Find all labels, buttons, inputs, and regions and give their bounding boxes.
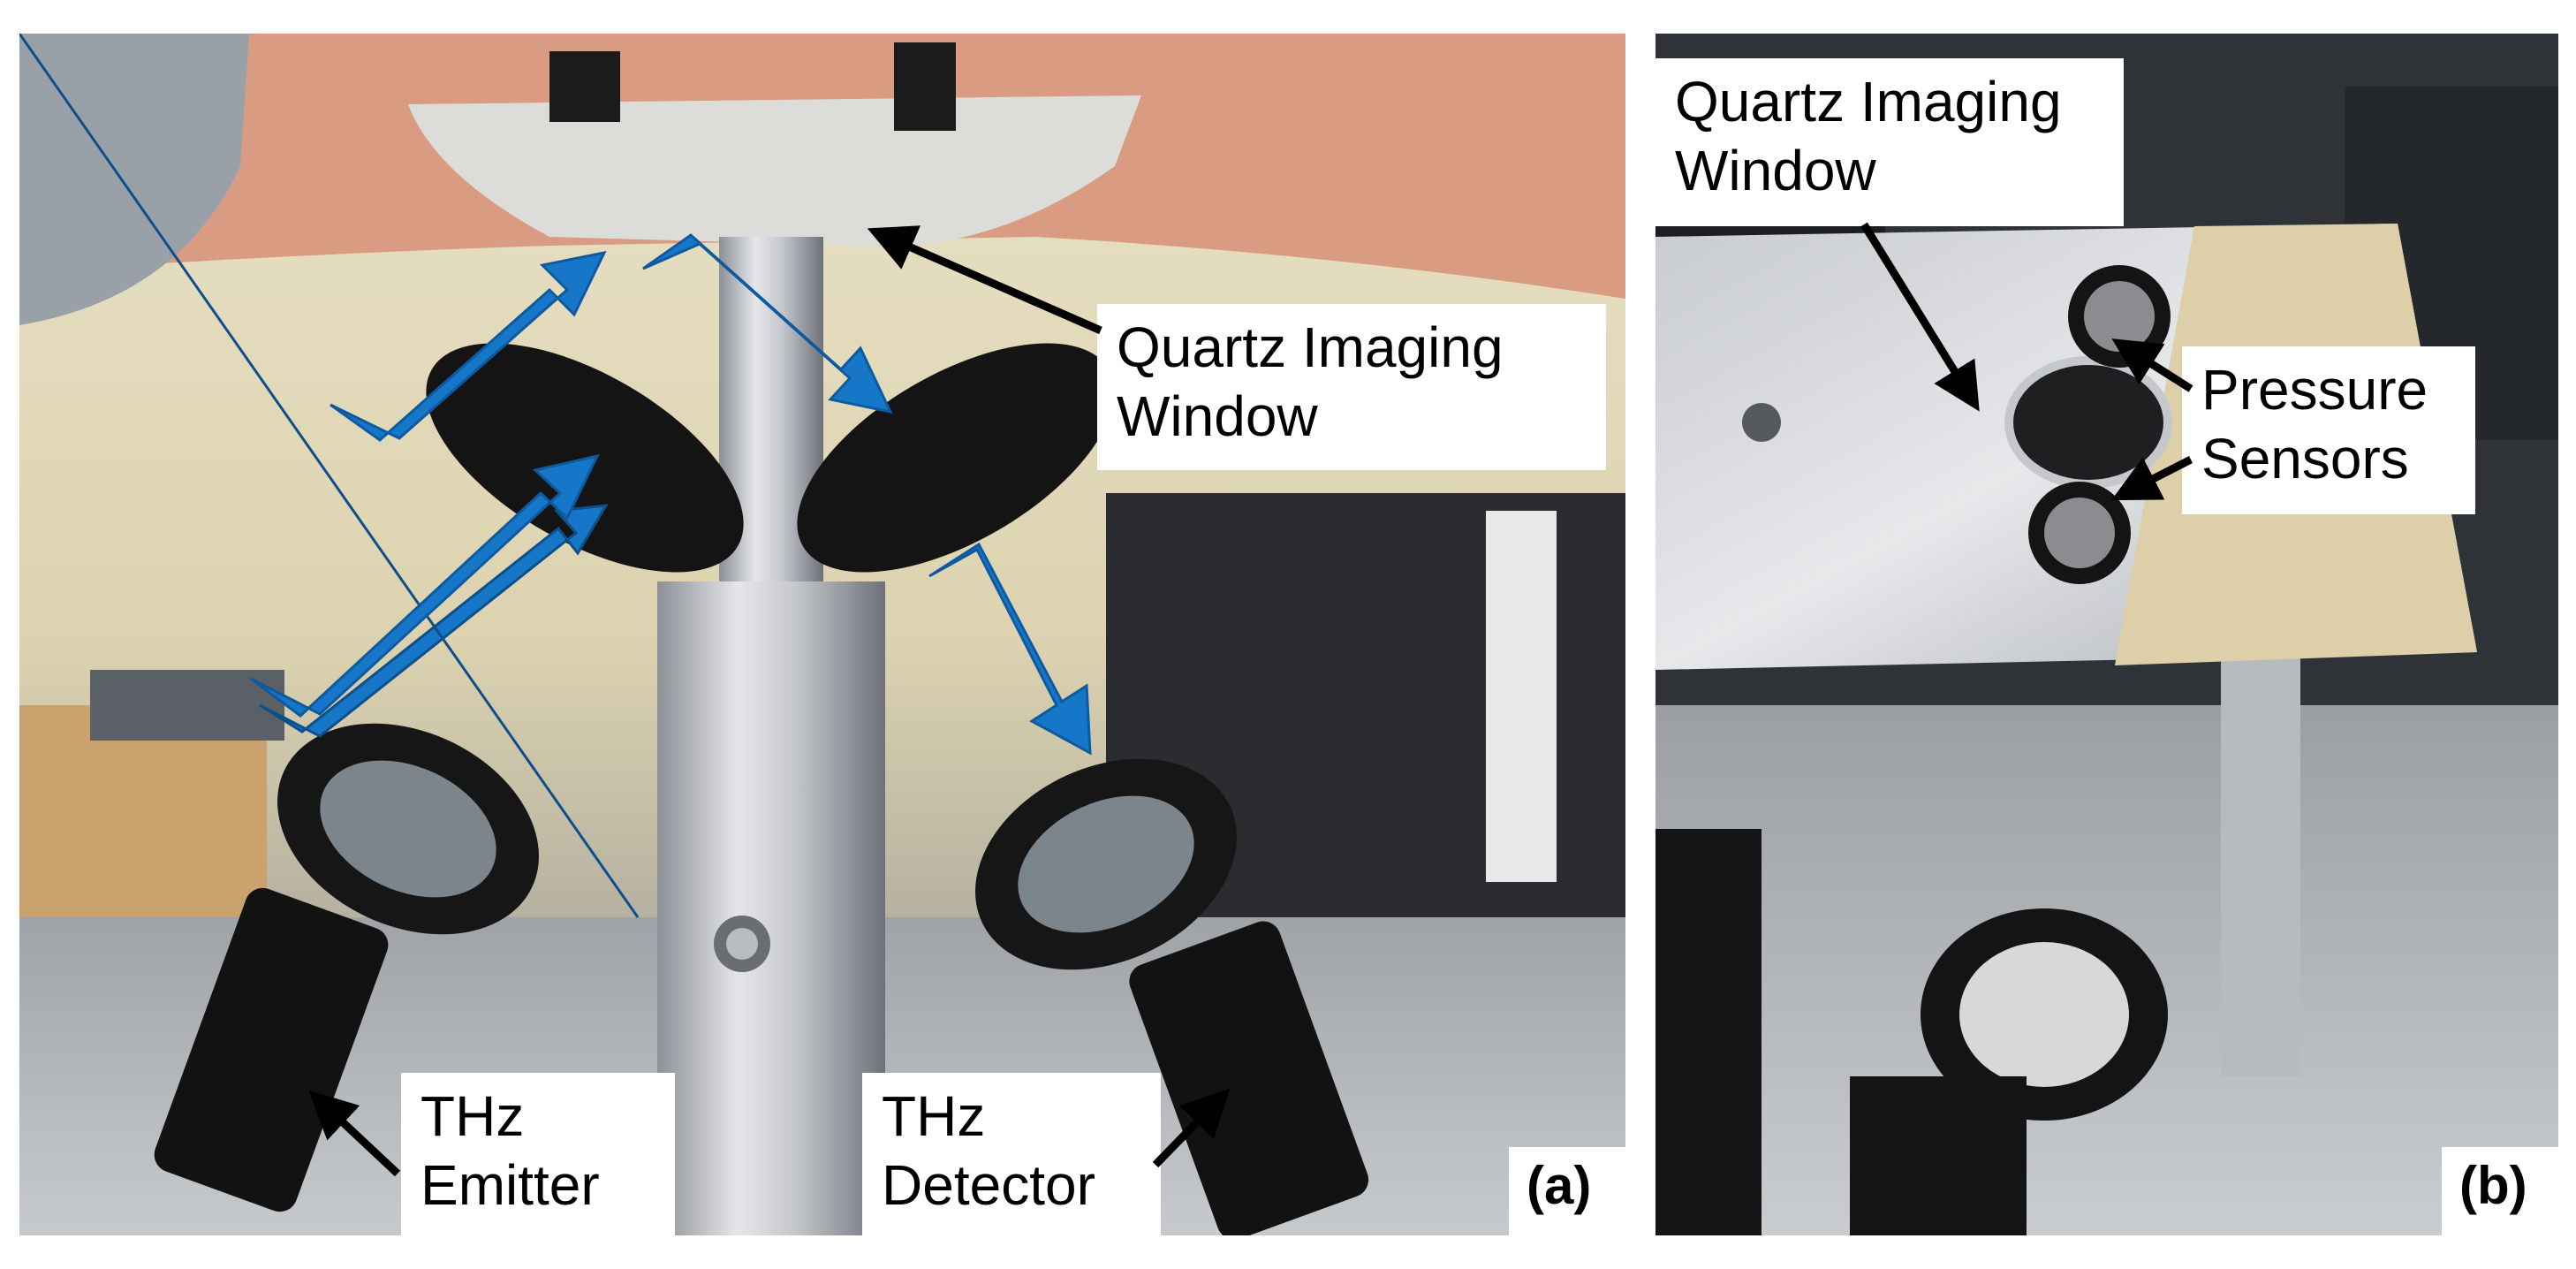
label-quartz-window-b: Quartz Imaging Window <box>1655 58 2124 226</box>
label-line: Sensors <box>2201 427 2409 490</box>
label-line: THz <box>420 1084 525 1148</box>
label-line: Detector <box>882 1153 1095 1217</box>
label-line: Quartz Imaging <box>1675 70 2062 133</box>
label-line: Pressure <box>2201 358 2428 422</box>
label-line: Window <box>1675 139 1876 202</box>
label-line: Quartz Imaging <box>1117 315 1504 379</box>
beam-arrows-a <box>250 233 1092 756</box>
label-quartz-window-a: Quartz Imaging Window <box>1097 304 1606 470</box>
label-line: Emitter <box>420 1153 600 1217</box>
label-thz-emitter: THz Emitter <box>401 1073 675 1235</box>
setup-photo-a <box>19 34 1625 1235</box>
panel-letter-a: (a) <box>1509 1147 1625 1235</box>
label-line: Window <box>1117 384 1318 448</box>
beam-arrow-icon <box>330 250 607 442</box>
label-pressure-sensors: Pressure Sensors <box>2182 346 2475 514</box>
label-thz-detector: THz Detector <box>862 1073 1161 1235</box>
beam-arrow-icon <box>928 542 1092 756</box>
beam-arrow-icon <box>642 233 893 414</box>
photo-panel-a: Quartz Imaging Window THz Emitter THz De… <box>19 34 1625 1235</box>
label-line: THz <box>882 1084 986 1148</box>
beam-arrow-icon <box>250 453 600 718</box>
photo-panel-b: Quartz Imaging Window Pressure Sensors (… <box>1655 34 2558 1235</box>
panel-letter-b: (b) <box>2442 1147 2558 1235</box>
